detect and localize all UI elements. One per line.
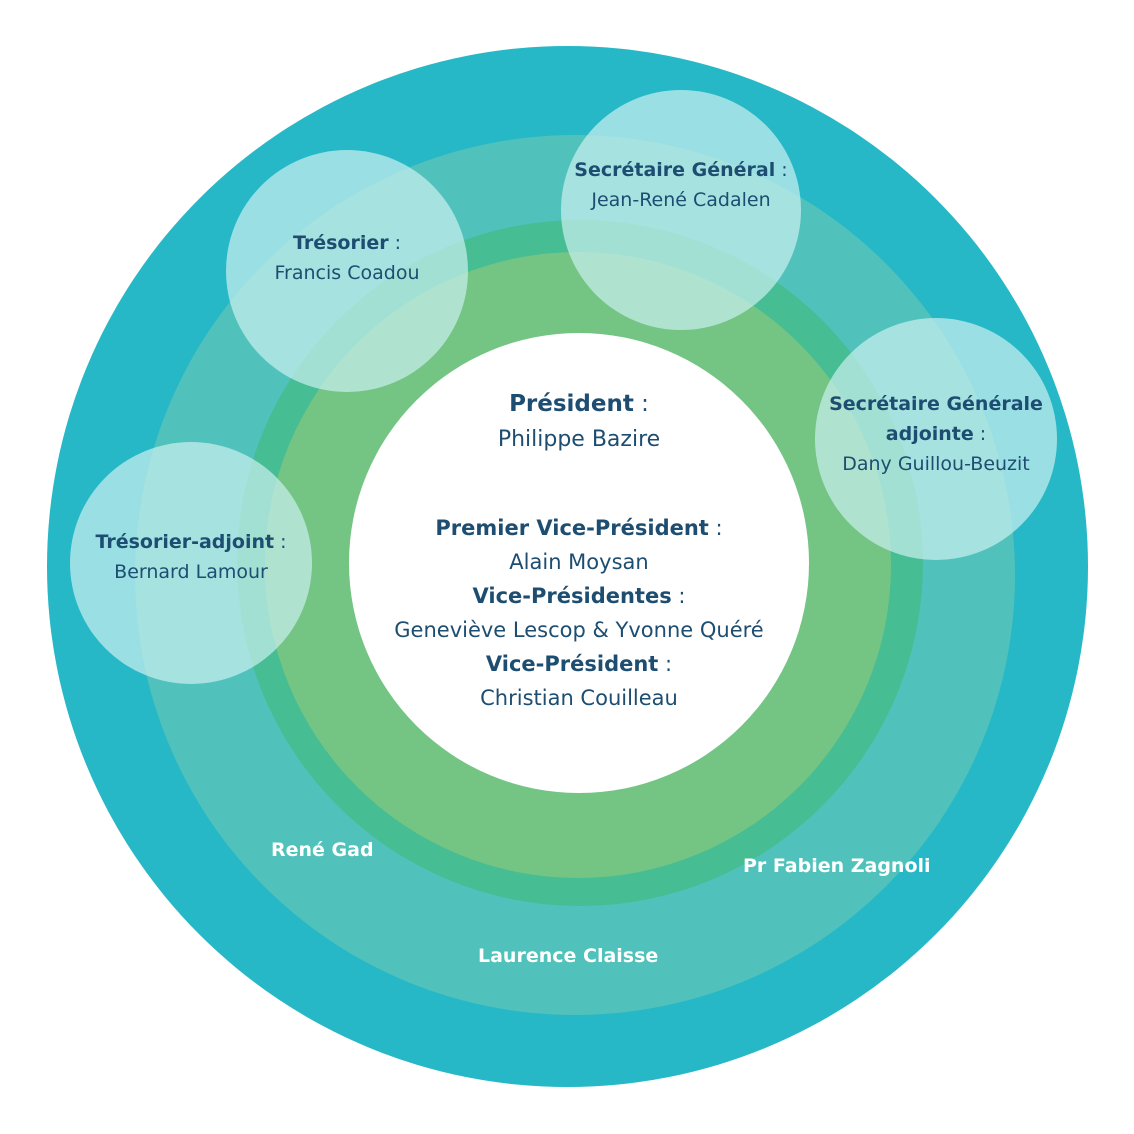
vice-president-name: Christian Couilleau bbox=[480, 686, 678, 710]
tresorier-bubble: Trésorier : Francis Coadou bbox=[226, 150, 468, 392]
tresorier-adjoint-name: Bernard Lamour bbox=[114, 561, 268, 583]
president-name: Philippe Bazire bbox=[497, 427, 661, 452]
member-rene-gad: René Gad bbox=[271, 839, 374, 861]
core-circle bbox=[349, 333, 809, 793]
tresorier-adjoint-role: Trésorier-adjoint : bbox=[95, 531, 287, 553]
member-laurence-claisse: Laurence Claisse bbox=[478, 945, 659, 967]
vice-presidentes-names: Geneviève Lescop & Yvonne Quéré bbox=[394, 618, 764, 642]
secretaire-generale-adjointe-role-line1: Secrétaire Générale bbox=[829, 393, 1043, 415]
premier-vice-president-role: Premier Vice-Président : bbox=[435, 516, 723, 540]
president-block: Président : Philippe Bazire bbox=[349, 386, 809, 458]
vice-presidents-block: Premier Vice-Président : Alain Moysan Vi… bbox=[349, 511, 809, 715]
tresorier-role: Trésorier : bbox=[292, 232, 402, 254]
president-role: Président : bbox=[509, 391, 649, 417]
tresorier-name: Francis Coadou bbox=[274, 262, 420, 284]
secretaire-general-name: Jean-René Cadalen bbox=[591, 189, 771, 211]
secretaire-general-role: Secrétaire Général : bbox=[574, 159, 788, 181]
vice-presidentes-role: Vice-Présidentes : bbox=[472, 584, 686, 608]
vice-president-role: Vice-Président : bbox=[485, 652, 673, 676]
secretaire-generale-adjointe-name: Dany Guillou-Beuzit bbox=[842, 453, 1030, 475]
secretaire-generale-adjointe-role-line2: adjointe : bbox=[885, 423, 987, 445]
secretaire-general-bubble: Secrétaire Général : Jean-René Cadalen bbox=[561, 90, 801, 330]
secretaire-generale-adjointe-bubble: Secrétaire Générale adjointe : Dany Guil… bbox=[815, 318, 1057, 560]
premier-vice-president-name: Alain Moysan bbox=[509, 550, 649, 574]
member-fabien-zagnoli: Pr Fabien Zagnoli bbox=[743, 855, 931, 877]
tresorier-adjoint-bubble: Trésorier-adjoint : Bernard Lamour bbox=[70, 442, 312, 684]
